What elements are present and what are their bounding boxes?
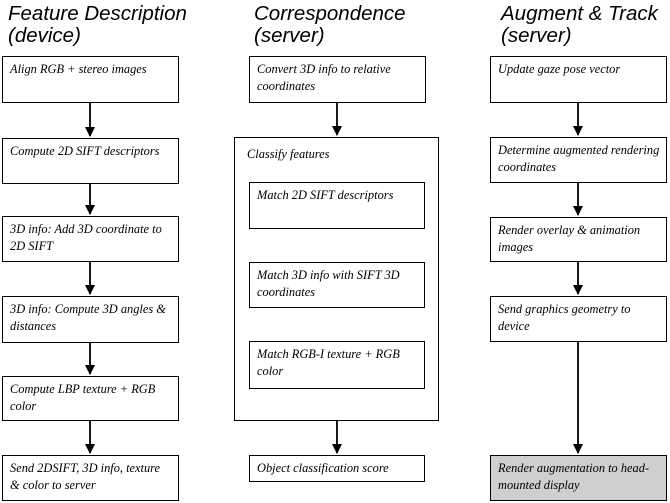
column-title-line: Feature Description bbox=[8, 2, 187, 25]
step-render-augmentation-hmd: Render augmentation to head-mounted disp… bbox=[490, 455, 667, 501]
step-update-gaze-pose: Update gaze pose vector bbox=[490, 56, 667, 103]
column-subtitle-line: (server) bbox=[501, 24, 572, 47]
step-match-rgb-i-texture: Match RGB-I texture + RGB color bbox=[249, 341, 425, 389]
step-object-classification-score: Object classification score bbox=[249, 455, 425, 482]
column-subtitle-line: (device) bbox=[8, 24, 81, 47]
step-compute-lbp-texture: Compute LBP texture + RGB color bbox=[2, 376, 179, 421]
step-compute-3d-angles: 3D info: Compute 3D angles & distances bbox=[2, 296, 179, 343]
step-determine-rendering-coordinates: Determine augmented rendering coordinate… bbox=[490, 137, 667, 183]
column-title-line: Correspondence bbox=[254, 2, 406, 25]
step-match-3d-info: Match 3D info with SIFT 3D coordinates bbox=[249, 262, 425, 308]
step-render-overlay-animation: Render overlay & animation images bbox=[490, 217, 667, 262]
step-send-graphics-geometry: Send graphics geometry to device bbox=[490, 296, 667, 342]
step-send-to-server: Send 2DSIFT, 3D info, texture & color to… bbox=[2, 455, 179, 501]
column-subtitle-line: (server) bbox=[254, 24, 325, 47]
step-compute-2d-sift: Compute 2D SIFT descriptors bbox=[2, 138, 179, 184]
step-match-2d-sift: Match 2D SIFT descriptors bbox=[249, 182, 425, 229]
step-add-3d-coordinate: 3D info: Add 3D coordinate to 2D SIFT bbox=[2, 216, 179, 262]
column-title-line: Augment & Track bbox=[501, 2, 658, 25]
group-label: Classify features bbox=[247, 147, 330, 161]
step-convert-3d-info: Convert 3D info to relative coordinates bbox=[249, 56, 426, 103]
step-align-rgb-stereo: Align RGB + stereo images bbox=[2, 56, 179, 103]
